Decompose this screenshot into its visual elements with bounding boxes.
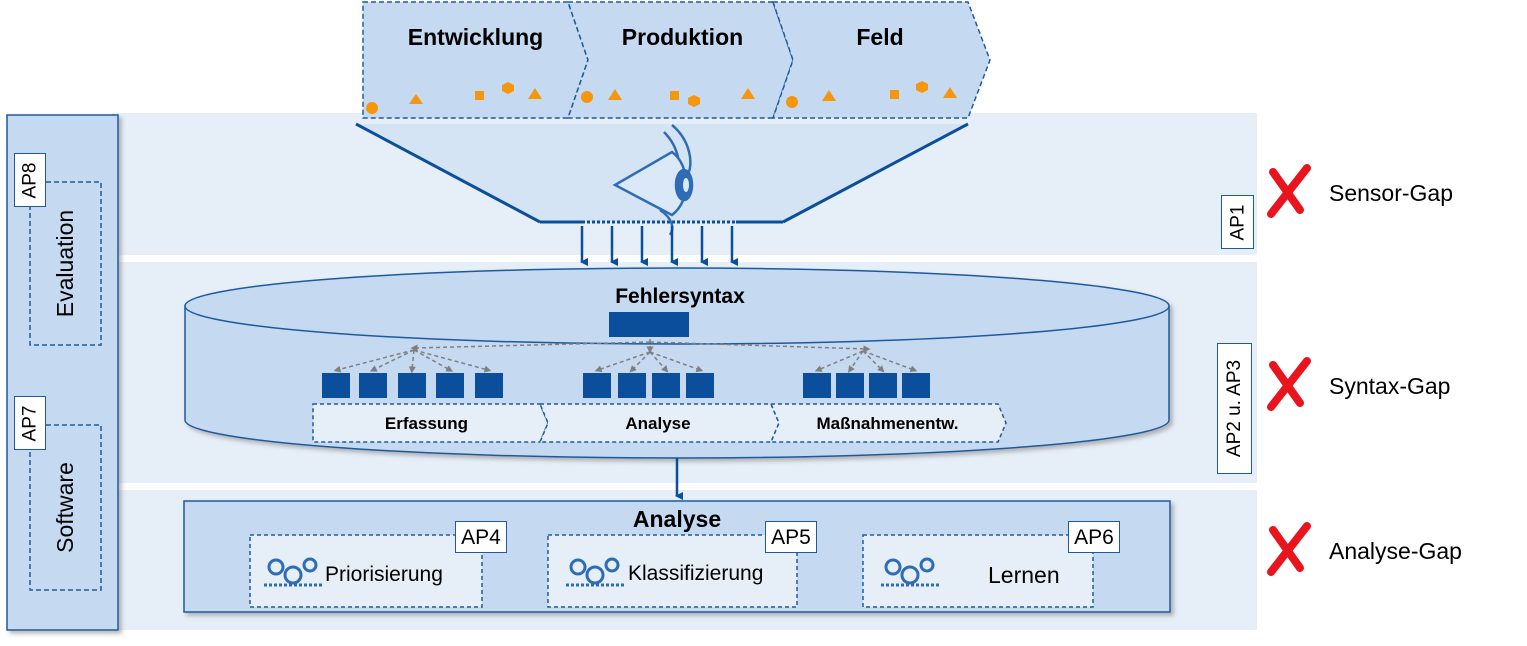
module-box-priorisierung bbox=[249, 534, 483, 608]
stage-label-feld: Feld bbox=[856, 24, 904, 50]
cross-icon bbox=[1267, 522, 1311, 576]
eye-icon bbox=[612, 124, 694, 236]
funnel-arrows bbox=[580, 226, 738, 266]
gap-label-analyse: Analyse-Gap bbox=[1329, 538, 1462, 564]
ap1-label: AP1 bbox=[1227, 204, 1249, 240]
syntax-root-block bbox=[609, 312, 689, 337]
cross-icon bbox=[1267, 164, 1311, 218]
stage-label-entwicklung: Entwicklung bbox=[407, 24, 544, 50]
gap-label-sensor: Sensor-Gap bbox=[1329, 180, 1454, 206]
gears-icon bbox=[881, 557, 939, 587]
phase-shape-erfassung bbox=[312, 403, 549, 443]
evaluation-label: Evaluation bbox=[52, 209, 79, 318]
module-label-klassifizierung: Klassifizierung bbox=[628, 562, 764, 585]
phase-label-erfassung: Erfassung bbox=[384, 414, 469, 433]
module-label-lernen: Lernen bbox=[988, 562, 1060, 588]
stage-shape-feld bbox=[771, 1, 991, 119]
module-box-lernen bbox=[862, 534, 1094, 608]
ap-tag-ap7: AP7 bbox=[14, 396, 46, 450]
ap-tag-ap5: AP5 bbox=[765, 521, 817, 553]
stage-label-produktion: Produktion bbox=[621, 24, 744, 50]
evaluation-box bbox=[29, 181, 102, 346]
module-label-priorisierung: Priorisierung bbox=[325, 563, 443, 586]
gears-icon bbox=[566, 557, 624, 587]
ap-tag-ap6: AP6 bbox=[1068, 521, 1120, 553]
software-box bbox=[29, 424, 102, 591]
syntax-child-blocks bbox=[322, 373, 930, 398]
evaluation-label-wrap: Evaluation bbox=[30, 182, 101, 345]
syntax-title: Fehlersyntax bbox=[615, 285, 745, 308]
phase-shape-massnahmen bbox=[769, 403, 1007, 443]
sensor-symbols bbox=[366, 81, 957, 114]
ap2-ap3-label: AP2 u. AP3 bbox=[1224, 359, 1245, 458]
software-label-wrap: Software bbox=[30, 425, 101, 590]
software-label: Software bbox=[52, 462, 79, 553]
ap-tag-ap2-ap3: AP2 u. AP3 bbox=[1217, 343, 1252, 474]
stage-shape-entwicklung bbox=[362, 1, 589, 119]
ap-tag-ap1: AP1 bbox=[1221, 195, 1254, 249]
gap-label-syntax: Syntax-Gap bbox=[1329, 373, 1451, 399]
phase-label-massnahmen: Maßnahmenentw. bbox=[816, 414, 959, 433]
ap-tag-ap8: AP8 bbox=[14, 153, 46, 207]
ap-tag-ap4: AP4 bbox=[455, 521, 507, 553]
stage-shape-produktion bbox=[566, 1, 794, 119]
analysis-title: Analyse bbox=[632, 506, 722, 532]
gears-icon bbox=[264, 557, 322, 587]
phase-label-analyse: Analyse bbox=[625, 414, 691, 433]
cross-icon bbox=[1267, 357, 1311, 411]
